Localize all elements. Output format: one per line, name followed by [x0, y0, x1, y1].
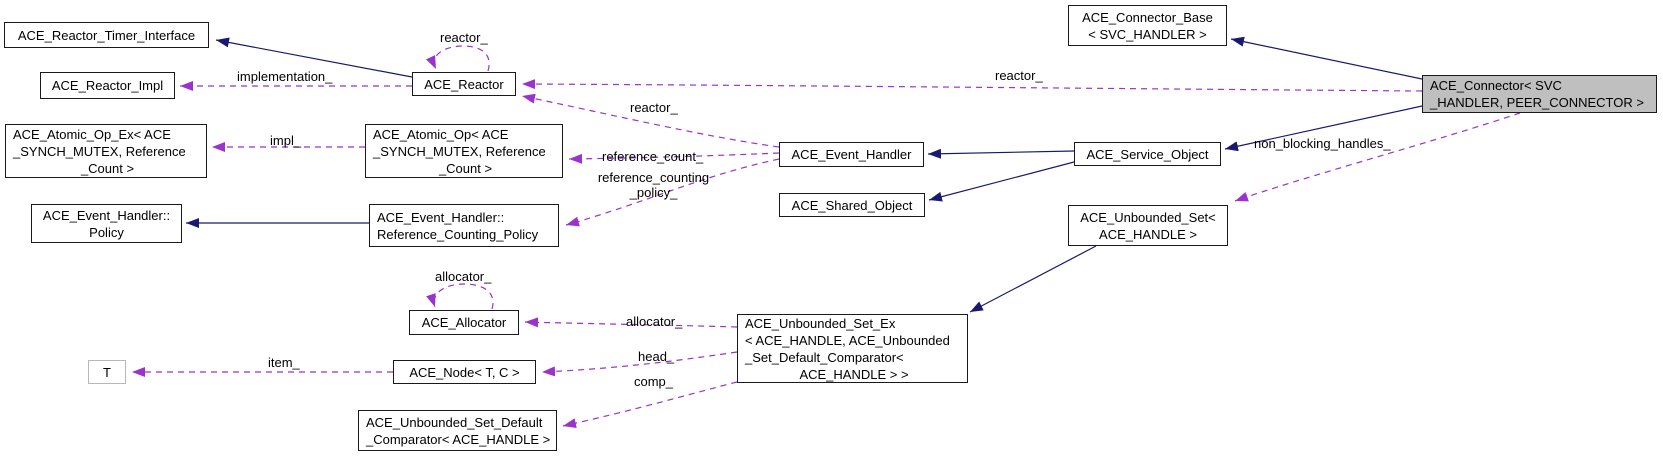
- node-label: ACE_Event_Handler::: [42, 207, 171, 223]
- node-label: ACE_Unbounded_Set_Ex: [745, 315, 896, 331]
- node-label: ACE_Connector< SVC: [1430, 78, 1562, 93]
- node-label: Reference_Counting_Policy: [377, 226, 539, 242]
- edge-label-comp: comp_: [634, 374, 674, 389]
- edge-unboundedset-to-unboundedsetex: [969, 245, 1097, 313]
- node-label: _Count >: [438, 160, 493, 176]
- edge-label-implementation: implementation_: [237, 69, 333, 84]
- node-label: ACE_Service_Object: [1086, 146, 1209, 162]
- node-ace-allocator[interactable]: ACE_Allocator: [409, 310, 519, 335]
- node-label: < SVC_HANDLER >: [1088, 26, 1207, 42]
- node-ace-reactor[interactable]: ACE_Reactor: [412, 72, 516, 96]
- node-ace-unbounded-set[interactable]: ACE_Unbounded_Set< ACE_HANDLE >: [1068, 205, 1228, 246]
- node-label: _Set_Default_Comparator<: [745, 349, 904, 365]
- node-label: ACE_Shared_Object: [791, 197, 913, 213]
- node-ace-shared-object[interactable]: ACE_Shared_Object: [779, 193, 925, 217]
- node-ace-unbounded-set-default-comparator[interactable]: ACE_Unbounded_Set_Default _Comparator< A…: [358, 410, 557, 451]
- node-label: ACE_Unbounded_Set_Default: [366, 414, 543, 430]
- edge-label-allocator-self: allocator_: [435, 269, 492, 284]
- edge-label-item: item_: [268, 355, 300, 370]
- node-ace-unbounded-set-ex[interactable]: ACE_Unbounded_Set_Ex < ACE_HANDLE, ACE_U…: [737, 314, 968, 383]
- edge-unboundedsetex-to-comparator: [562, 381, 738, 429]
- edge-connector-to-connectorbase: [1230, 36, 1423, 80]
- edge-label-head: head_: [638, 349, 675, 364]
- node-ace-atomic-op[interactable]: ACE_Atomic_Op< ACE _SYNCH_MUTEX, Referen…: [365, 124, 563, 178]
- edge-reactor-to-timer-interface: [215, 37, 413, 78]
- edge-connector-to-reactor: [521, 79, 1423, 92]
- edge-serviceobject-to-sharedobject: [928, 161, 1075, 202]
- edge-label-reference-count: reference_count_: [602, 149, 704, 164]
- edge-label-line: _policy_: [629, 185, 678, 200]
- node-label: ACE_Allocator: [421, 315, 507, 330]
- edge-label-line: reference_counting: [597, 170, 710, 185]
- node-ace-event-handler-reference-counting-policy[interactable]: ACE_Event_Handler:: Reference_Counting_P…: [369, 204, 559, 247]
- node-ace-event-handler[interactable]: ACE_Event_Handler: [779, 142, 924, 167]
- node-ace-connector-base[interactable]: ACE_Connector_Base < SVC_HANDLER >: [1068, 5, 1227, 46]
- node-label: _HANDLER, PEER_CONNECTOR >: [1430, 95, 1644, 110]
- node-label: ACE_Event_Handler::: [377, 209, 505, 225]
- edge-label-impl: impl_: [270, 133, 302, 148]
- edge-allocator-self-loop: [426, 283, 494, 310]
- edge-label-allocator: allocator_: [626, 314, 683, 329]
- edge-serviceobject-to-eventhandler: [927, 148, 1075, 159]
- node-ace-connector-selected: ACE_Connector< SVC _HANDLER, PEER_CONNEC…: [1422, 75, 1657, 113]
- node-label: ACE_Reactor_Timer_Interface: [17, 27, 196, 43]
- edge-label-reference-counting-policy: reference_counting _policy_: [597, 170, 710, 200]
- edge-label-reactor-from-event-handler: reactor_: [630, 100, 678, 115]
- node-label: ACE_Node< T, C >: [409, 364, 520, 380]
- node-label: ACE_Atomic_Op< ACE: [373, 126, 509, 142]
- node-label: ACE_Unbounded_Set<: [1080, 209, 1216, 225]
- edge-unboundedsetex-to-allocator: [524, 317, 738, 328]
- node-label: _Comparator< ACE_HANDLE >: [366, 431, 551, 447]
- node-ace-event-handler-policy[interactable]: ACE_Event_Handler:: Policy: [31, 204, 182, 243]
- node-label: _SYNCH_MUTEX, Reference: [13, 143, 186, 159]
- node-label: ACE_Reactor_Impl: [51, 78, 164, 93]
- node-label: ACE_Event_Handler: [791, 147, 912, 162]
- edge-eventhandler-to-atomicop: [568, 152, 780, 164]
- node-template-param-t: T: [88, 360, 126, 384]
- edge-label-reactor-self: reactor_: [440, 30, 488, 45]
- node-label: < ACE_HANDLE, ACE_Unbounded: [745, 332, 950, 348]
- node-label: ACE_Reactor: [424, 76, 504, 92]
- edge-label-non-blocking-handles: non_blocking_handles_: [1254, 136, 1391, 151]
- node-ace-reactor-impl[interactable]: ACE_Reactor_Impl: [40, 72, 175, 99]
- node-ace-node[interactable]: ACE_Node< T, C >: [393, 360, 536, 384]
- edge-reactor-self-loop: [425, 45, 490, 72]
- edge-connector-to-unboundedset: [1234, 112, 1521, 202]
- node-ace-service-object[interactable]: ACE_Service_Object: [1074, 142, 1221, 166]
- node-label: Policy: [89, 224, 124, 240]
- node-ace-reactor-timer-interface[interactable]: ACE_Reactor_Timer_Interface: [4, 22, 209, 48]
- edge-connector-to-serviceobject: [1224, 105, 1423, 152]
- node-label: _SYNCH_MUTEX, Reference: [373, 143, 546, 159]
- edge-unboundedsetex-to-node: [541, 351, 738, 377]
- node-label: _Count >: [80, 160, 135, 176]
- edge-eventhandler-to-refcountingpolicy: [565, 158, 780, 227]
- edge-label-reactor-from-connector: reactor_: [995, 68, 1043, 83]
- node-label: ACE_HANDLE >: [1099, 226, 1197, 242]
- node-ace-atomic-op-ex[interactable]: ACE_Atomic_Op_Ex< ACE _SYNCH_MUTEX, Refe…: [5, 124, 207, 178]
- node-label: ACE_Atomic_Op_Ex< ACE: [13, 126, 171, 142]
- node-label: ACE_Connector_Base: [1082, 9, 1213, 25]
- node-label: T: [103, 364, 111, 380]
- node-label: ACE_HANDLE > >: [799, 366, 909, 382]
